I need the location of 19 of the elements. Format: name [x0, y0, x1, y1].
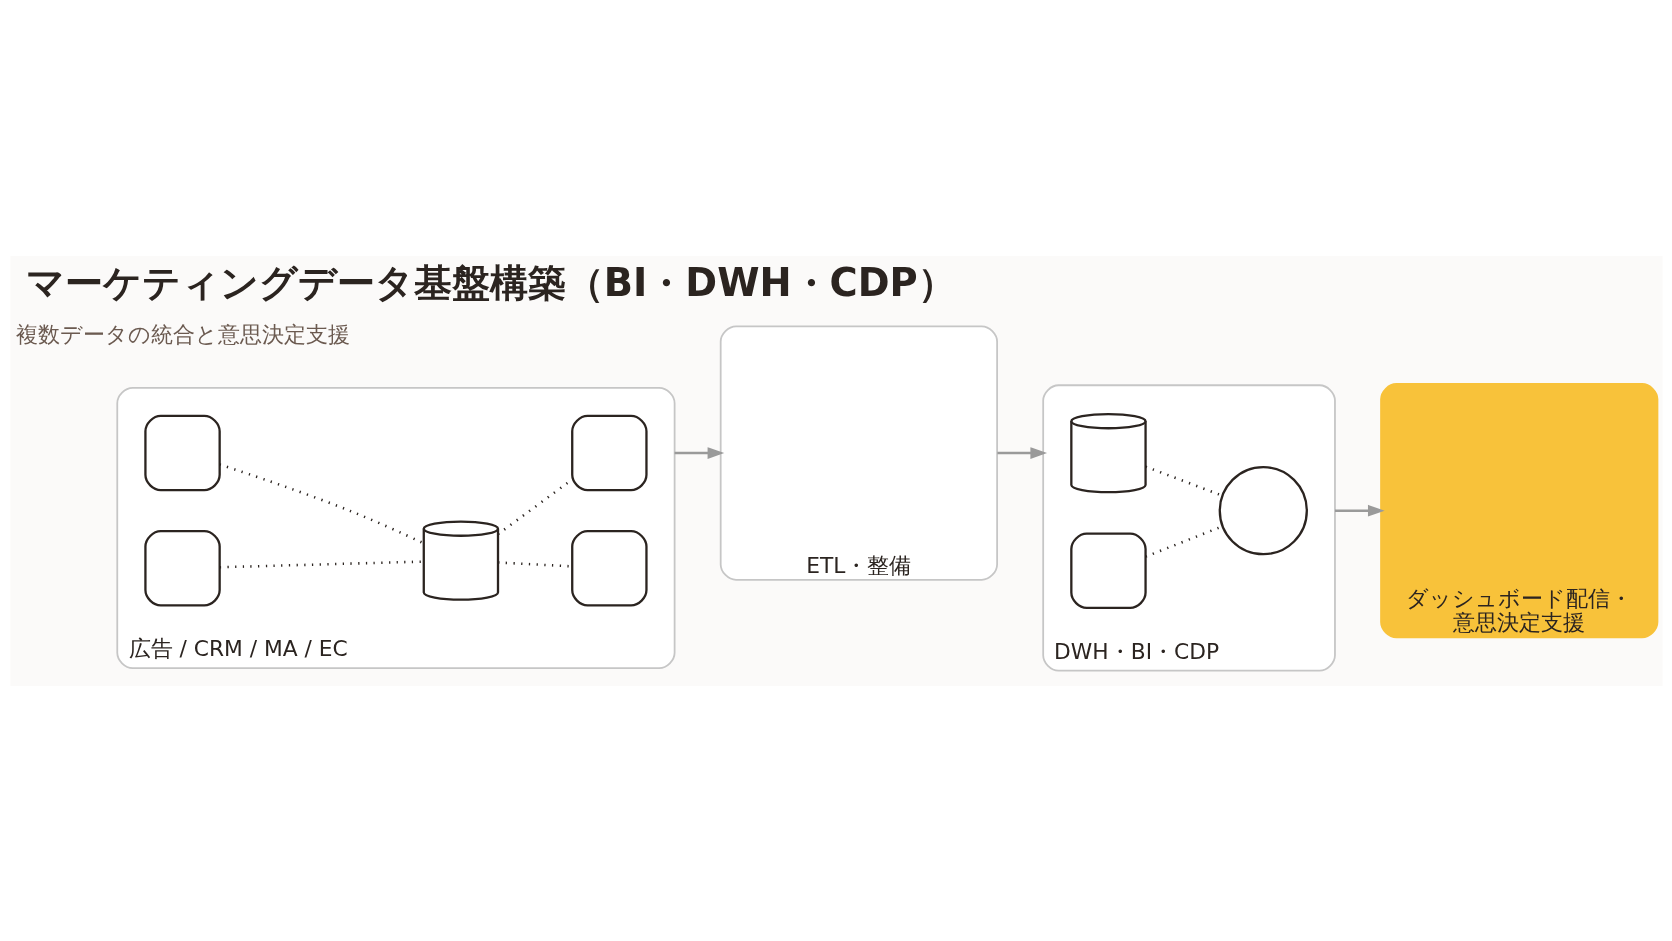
connector [219, 559, 424, 569]
node-box [1069, 532, 1147, 609]
node-box [570, 529, 648, 607]
node-box: ダッシュボード配信・意思決定支援 [1379, 382, 1658, 638]
cluster: DWH・BI・CDP [1041, 383, 1336, 672]
diagram-title: マーケティングデータ基盤構築（BI・DWH・CDP） [25, 259, 956, 305]
cluster: 広告 / CRM / MA / EC [115, 386, 675, 669]
node-box [570, 414, 648, 491]
arrow [996, 446, 1047, 459]
label: 複数データの統合と意思決定支援 [15, 321, 350, 347]
arrow [674, 446, 724, 459]
node-box: ETL・整備 [719, 325, 998, 581]
connector [497, 560, 572, 568]
arrow [1334, 504, 1385, 516]
connector [1144, 465, 1222, 497]
node-circle [1218, 465, 1308, 555]
node-box [143, 414, 221, 491]
node-box [143, 529, 221, 607]
connector [218, 462, 424, 544]
